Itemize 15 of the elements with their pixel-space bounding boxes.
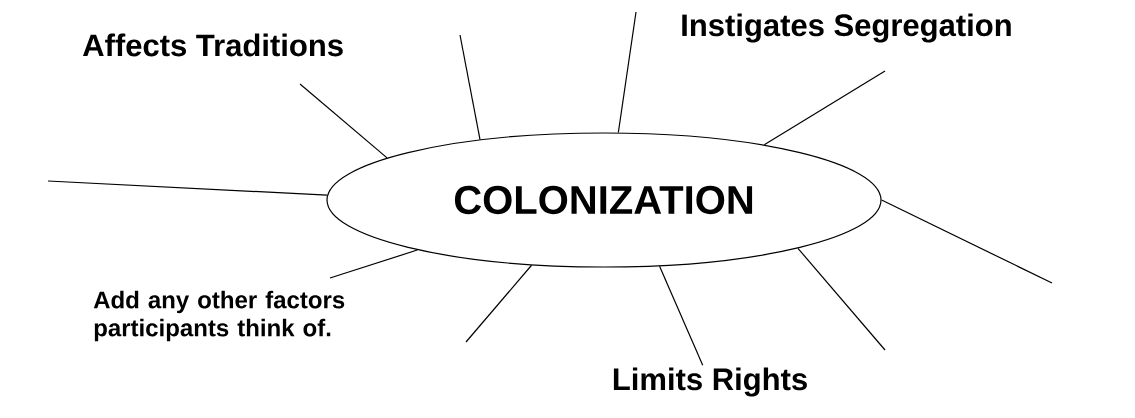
line (797, 247, 886, 351)
label-text: Affects Traditions (82, 33, 343, 57)
branch-label: Limits Rights (613, 367, 807, 397)
line (329, 249, 418, 279)
line (465, 264, 533, 343)
line (881, 199, 1053, 284)
line (459, 34, 481, 141)
line (617, 11, 637, 134)
line (658, 265, 704, 366)
label-text: Instigates Segregation (682, 13, 1011, 43)
line (763, 70, 886, 146)
line (47, 180, 328, 196)
label-text: Add any other factors participants think of. (93, 290, 345, 342)
line (299, 83, 388, 159)
ellipse-node: COLONIZATION (326, 132, 882, 268)
